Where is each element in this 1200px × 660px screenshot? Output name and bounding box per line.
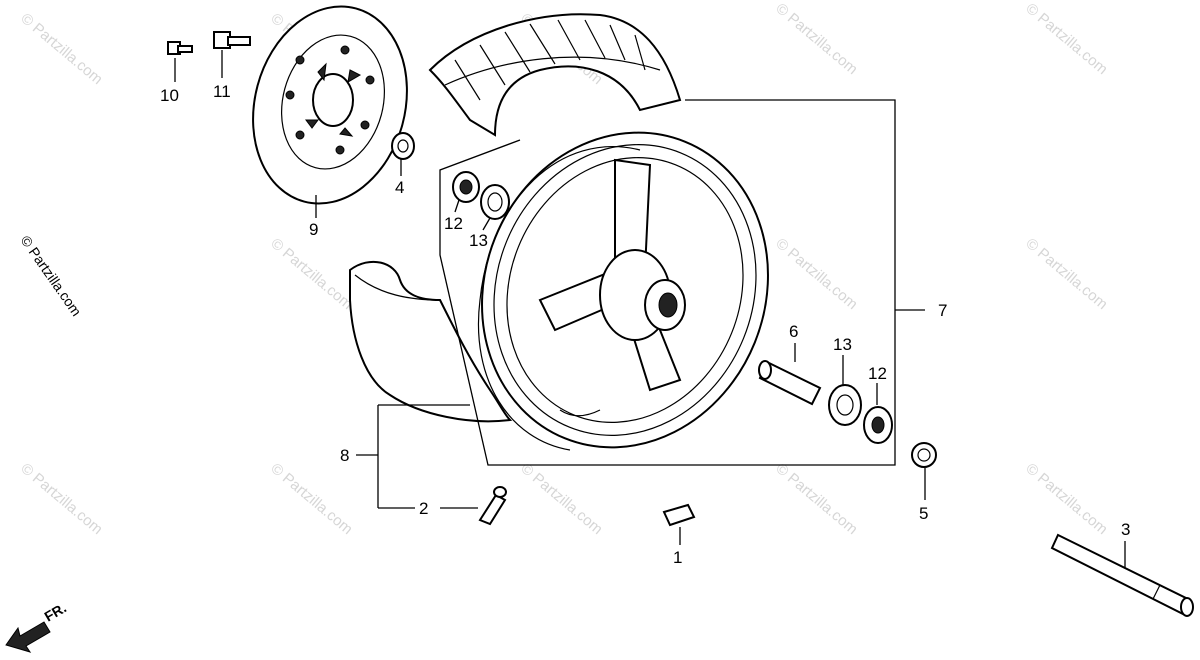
leader-lines <box>174 50 1126 568</box>
callout-13-right: 13 <box>833 335 852 354</box>
brake-disc-drawing <box>252 5 408 205</box>
bolt-10-drawing <box>167 41 193 55</box>
callout-2: 2 <box>419 499 428 518</box>
callout-7: 7 <box>938 301 947 320</box>
direction-label: FR. <box>42 599 70 624</box>
bearing-13-right-drawing <box>828 384 862 426</box>
collar-4-drawing <box>391 132 415 160</box>
valve-2-drawing <box>478 486 507 526</box>
callout-12-left: 12 <box>444 214 463 233</box>
collar-5-drawing <box>911 442 937 468</box>
bearing-12-left-drawing <box>452 171 480 203</box>
callout-10: 10 <box>160 86 179 105</box>
callout-6: 6 <box>789 322 798 341</box>
tire-drawing <box>349 13 682 423</box>
wheel-drawing <box>477 131 769 451</box>
watermark: © Partzilla.com <box>772 460 860 538</box>
weight-1-drawing <box>662 503 696 527</box>
bolt-11-drawing <box>213 31 251 49</box>
axle-3-drawing <box>1050 533 1194 617</box>
callout-11: 11 <box>213 82 231 101</box>
watermark: © Partzilla.com <box>267 460 355 538</box>
seal-12-right-drawing <box>863 406 893 444</box>
watermark: © Partzilla.com <box>18 233 85 319</box>
callout-labels: 1 2 3 4 5 6 7 8 9 10 11 12 12 13 13 <box>160 82 1130 567</box>
callout-12-right: 12 <box>868 364 887 383</box>
callout-13-left: 13 <box>469 231 488 250</box>
watermark: © Partzilla.com <box>1022 235 1110 313</box>
watermark: © Partzilla.com <box>267 235 355 313</box>
callout-3: 3 <box>1121 520 1130 539</box>
watermark: © Partzilla.com <box>17 10 105 88</box>
arrow-icon <box>5 621 51 653</box>
watermark: © Partzilla.com <box>772 0 860 78</box>
spacer-6-drawing <box>758 360 822 406</box>
callout-5: 5 <box>919 504 928 523</box>
front-direction-indicator: FR. <box>5 599 70 653</box>
callout-8: 8 <box>340 446 349 465</box>
watermark: © Partzilla.com <box>517 460 605 538</box>
wheel-assembly-bracket <box>439 99 925 466</box>
seal-13-left-drawing <box>480 184 510 220</box>
callout-1: 1 <box>673 548 682 567</box>
callout-9: 9 <box>309 220 318 239</box>
watermark: © Partzilla.com <box>1022 460 1110 538</box>
callout-4: 4 <box>395 178 404 197</box>
watermark: © Partzilla.com <box>17 460 105 538</box>
watermark: © Partzilla.com <box>1022 0 1110 78</box>
watermark: © Partzilla.com <box>772 235 860 313</box>
